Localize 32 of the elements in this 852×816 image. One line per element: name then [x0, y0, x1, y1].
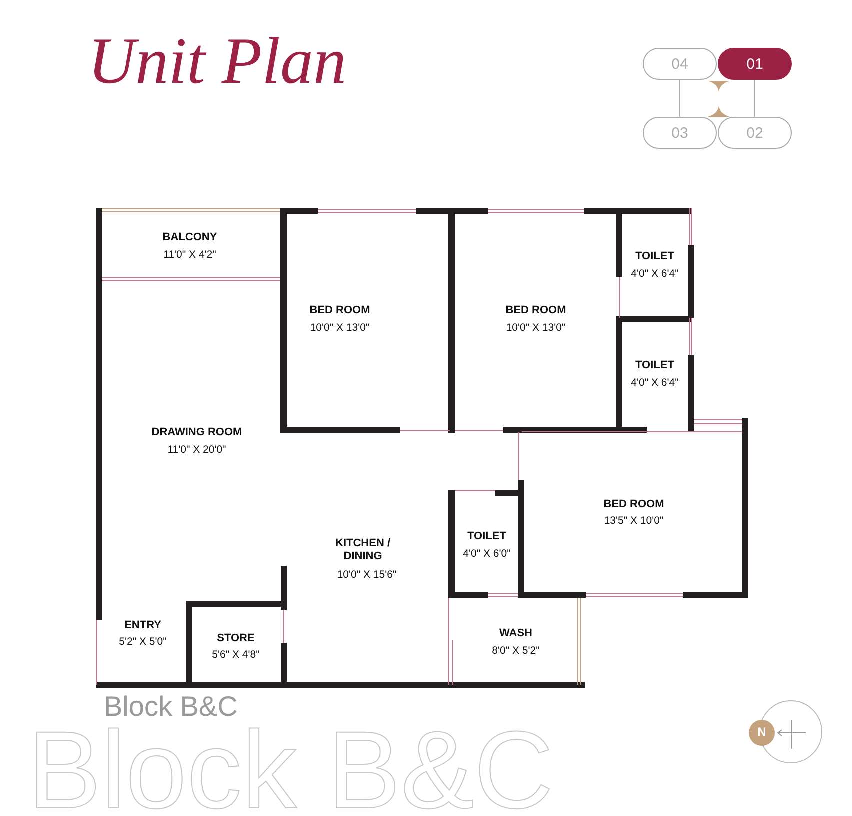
- room-dimension: 8'0" X 5'2": [492, 644, 540, 658]
- block-name: Block B&C: [104, 693, 238, 721]
- north-badge: N: [749, 720, 775, 746]
- room-name: KITCHEN / DINING: [334, 537, 392, 563]
- room-name: TOILET: [636, 250, 674, 264]
- room-name: STORE: [217, 632, 255, 646]
- room-dimension: 13'5" X 10'0": [604, 514, 664, 528]
- tab-pill: 04: [643, 48, 717, 80]
- room-dimension: 11'0" X 4'2": [164, 248, 216, 262]
- room-name: BED ROOM: [604, 498, 664, 512]
- room-name: TOILET: [468, 530, 506, 544]
- room-name: DRAWING ROOM: [152, 426, 242, 440]
- room-name: ENTRY: [124, 620, 162, 632]
- room-dimension: 5'2" X 5'0": [119, 636, 167, 648]
- room-name: BALCONY: [162, 232, 218, 244]
- room-name: BED ROOM: [310, 304, 370, 318]
- room-dimension: 10'0" X 13'0": [310, 322, 370, 334]
- room-name: WASH: [500, 628, 532, 640]
- room-dimension: 4'0" X 6'4": [631, 376, 679, 390]
- active-tab-pill: 01: [718, 48, 792, 80]
- page-title: Unit Plan: [88, 26, 346, 99]
- room-dimension: 10'0" X 13'0": [506, 322, 566, 334]
- room-name: TOILET: [636, 360, 674, 372]
- room-name: BED ROOM: [506, 304, 566, 318]
- room-dimension: 4'0" X 6'0": [463, 548, 511, 560]
- room-dimension: 11'0" X 20'0": [168, 444, 226, 456]
- connector-line: [754, 80, 756, 118]
- room-dimension: 4'0" X 6'4": [631, 268, 679, 280]
- tab-pill: 02: [718, 117, 792, 149]
- room-dimension: 5'6" X 4'8": [212, 648, 260, 662]
- tab-pill: 03: [643, 117, 717, 149]
- room-dimension: 10'0" X 15'6": [337, 568, 397, 582]
